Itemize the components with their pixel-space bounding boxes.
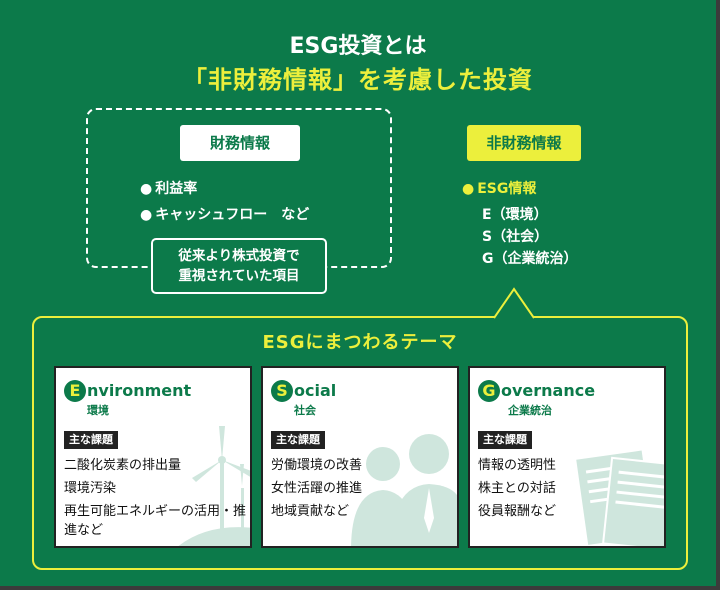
nonfinancial-info-tag: 非財務情報 xyxy=(467,125,581,161)
esg-themes-box xyxy=(32,316,688,570)
issues-label: 主な課題 xyxy=(64,431,118,449)
card-governance: G overnance 企業統治 主な課題 情報の透明性 株主との対話 役員報酬… xyxy=(468,366,666,548)
issue-item: 環境汚染 xyxy=(64,481,117,496)
card-social: S ocial 社会 主な課題 労働環境の改善 女性活躍の推進 地域貢献など xyxy=(261,366,459,548)
financial-item-profit: 利益率 xyxy=(140,178,197,198)
card-subtitle: 環境 xyxy=(87,404,109,417)
issues-label: 主な課題 xyxy=(271,431,325,449)
card-word: overnance xyxy=(501,381,596,400)
nonfinancial-item-g: G（企業統治） xyxy=(482,251,578,267)
nonfinancial-item-e: E（環境） xyxy=(482,207,548,223)
letter-e-icon: E xyxy=(64,380,86,402)
nonfinancial-item-s: S（社会） xyxy=(482,229,549,245)
card-environment: E nvironment 環境 主な課題 二酸化炭素の排出量 環境汚染 再生可能… xyxy=(54,366,252,548)
page-title: ESG投資とは xyxy=(289,34,427,59)
issue-item: 役員報酬など xyxy=(478,504,557,519)
issue-item: 株主との対話 xyxy=(478,481,556,496)
issue-item: 女性活躍の推進 xyxy=(271,481,363,496)
financial-info-tag: 財務情報 xyxy=(180,125,300,161)
wind-turbine-icon xyxy=(178,426,250,546)
note-line-1: 従来より株式投資で xyxy=(178,248,300,264)
people-icon xyxy=(351,434,457,546)
issue-item: 労働環境の改善 xyxy=(271,458,363,473)
issue-item: 地域貢献など xyxy=(271,504,350,519)
themes-title: ESGにまつわるテーマ xyxy=(262,332,458,353)
letter-g-icon: G xyxy=(478,380,500,402)
issue-item: 再生可能エネルギーの活用・推進など xyxy=(64,504,247,538)
speech-pointer-icon xyxy=(494,287,534,319)
nonfinancial-head: ESG情報 xyxy=(462,178,536,198)
card-subtitle: 社会 xyxy=(294,404,316,417)
page-subtitle: 「非財務情報」を考慮した投資 xyxy=(183,66,533,94)
card-subtitle: 企業統治 xyxy=(508,404,552,417)
financial-item-cashflow: キャッシュフロー など xyxy=(140,204,309,224)
card-word: ocial xyxy=(294,381,337,400)
issue-item: 情報の透明性 xyxy=(478,458,557,473)
issue-item: 二酸化炭素の排出量 xyxy=(64,458,182,473)
esg-info-label: ESG情報 xyxy=(477,181,537,197)
financial-note: 従来より株式投資で 重視されていた項目 xyxy=(151,238,327,294)
note-line-2: 重視されていた項目 xyxy=(178,268,300,284)
issues-label: 主な課題 xyxy=(478,431,532,449)
card-word: nvironment xyxy=(87,381,192,400)
letter-s-icon: S xyxy=(271,380,293,402)
documents-icon xyxy=(576,450,664,546)
